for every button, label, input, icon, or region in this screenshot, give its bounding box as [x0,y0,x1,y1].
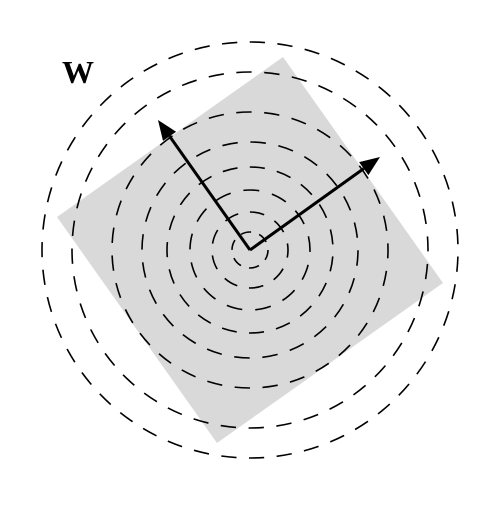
axis-arrow-up-left [158,120,252,251]
dashed-circle-4 [166,166,334,334]
dashed-circle-3 [189,189,311,311]
dashed-circle-6 [111,111,389,389]
axis-arrow-up-right [249,157,380,252]
dashed-circle-7 [71,71,429,429]
dashed-circle-8 [41,41,459,459]
dashed-circle-2 [211,211,289,289]
axis-arrows-group [158,120,380,252]
panel-label: W [62,54,94,90]
dashed-circles-group [41,41,459,459]
dashed-circle-1 [231,231,269,269]
